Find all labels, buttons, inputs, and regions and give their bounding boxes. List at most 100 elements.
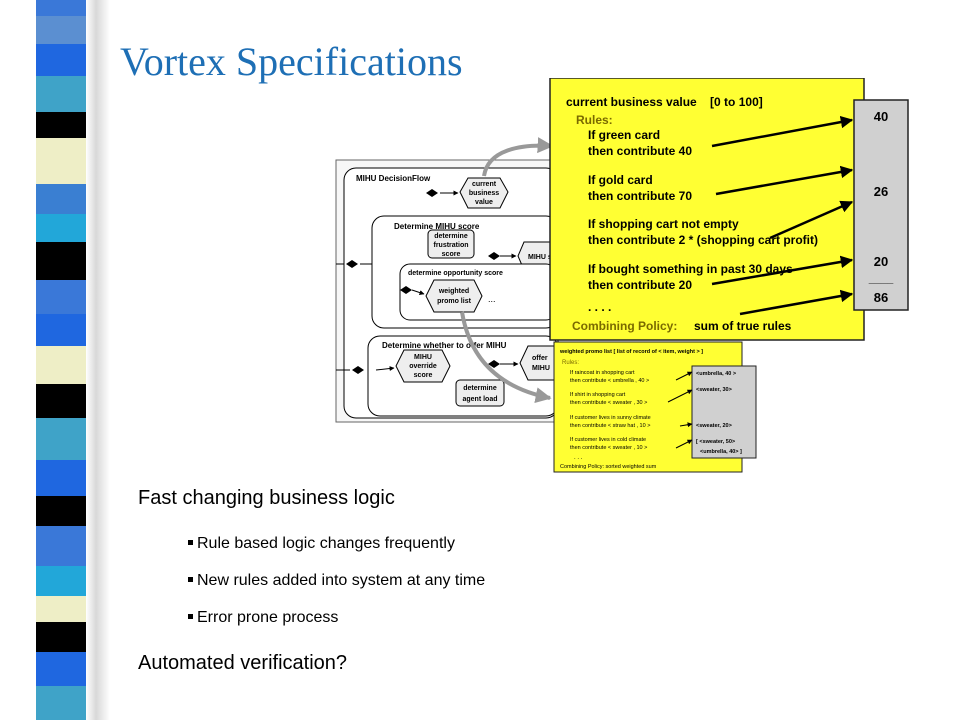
stripe-block — [36, 652, 86, 686]
stripe-block — [36, 418, 86, 460]
cbv-values-panel: 40 26 20 ____ 86 — [853, 99, 909, 311]
cbv-value: 26 — [874, 184, 888, 199]
cbv-rule-then: then contribute 40 — [588, 144, 692, 158]
node-label-line: promo list — [437, 298, 472, 305]
stripe-block — [36, 76, 86, 112]
stripe-block — [36, 214, 86, 242]
cbv-rule-if: If shopping cart not empty — [588, 217, 739, 231]
cbv-rule-if: If gold card — [588, 173, 653, 187]
node-label-line: determine — [463, 385, 497, 392]
node-label-line: agent load — [462, 396, 497, 403]
cbv-policy-label: Combining Policy: — [572, 319, 677, 333]
cbv-rule-if: If green card — [588, 128, 660, 142]
bullet-main: Automated verification? — [138, 652, 348, 674]
cbv-sum-line: ____ — [868, 273, 894, 285]
cbv-rules-label: Rules: — [576, 113, 613, 127]
offer-mihu-node: offer MIHU — [519, 345, 559, 381]
promo-rule-arrow — [679, 422, 693, 428]
node-label-line: MIHU — [414, 354, 432, 361]
cbv-header: current business value [0 to 100] — [566, 95, 763, 109]
stripe-block — [36, 596, 86, 622]
weighted-promo-list-node: weighted promo list — [425, 279, 483, 313]
promo-rule-then: then contribute < umbrella , 40 > — [570, 378, 649, 384]
promo-value: [ <sweater, 50> — [696, 439, 735, 445]
cbv-total: 86 — [874, 290, 888, 305]
rule-arrow — [711, 255, 854, 286]
promo-values-panel: <umbrella, 40 > <sweater, 30> <sweater, … — [691, 365, 757, 459]
slide-title: Vortex Specifications — [120, 39, 463, 84]
cbv-rule-if: If bought something in past 30 days — [588, 262, 793, 276]
node-label-line: frustration — [434, 242, 469, 249]
frustration-score-node: determine frustration score — [427, 229, 475, 259]
node-label-line: score — [442, 251, 461, 258]
decision-flow: MIHU DecisionFlow current business value… — [335, 159, 559, 423]
current-business-value-panel: current business value [0 to 100] Rules:… — [549, 78, 865, 341]
cbv-value: 40 — [874, 109, 888, 124]
promo-policy: Combining Policy: sorted weighted sum — [560, 464, 657, 470]
promo-value: <umbrella, 40> ] — [700, 449, 742, 455]
promo-header: weighted promo list [ list of record of … — [559, 349, 703, 355]
stripe-block — [36, 566, 86, 596]
stripe-block — [36, 496, 86, 526]
flow-title: MIHU DecisionFlow — [356, 174, 431, 183]
bullet-sub: New rules added into system at any time — [188, 572, 485, 590]
agent-load-node: determine agent load — [455, 379, 505, 407]
offer-title: Determine whether to offer MIHU — [382, 341, 507, 350]
bullet-sub-text: New rules added into system at any time — [197, 572, 486, 589]
stripe-block — [36, 280, 86, 314]
promo-rule-if: If customer lives in cold climate — [570, 437, 646, 443]
rule-arrow — [711, 115, 854, 148]
stripe-block — [36, 44, 86, 76]
node-label: MIHU s — [528, 254, 552, 261]
stripe-block — [36, 0, 86, 16]
node-label-line: offer — [532, 355, 548, 362]
rule-arrow — [715, 165, 854, 196]
stripe-block — [36, 184, 86, 214]
node-label-line: score — [414, 372, 433, 379]
stripe-block — [36, 460, 86, 496]
vortex-diagram: MIHU DecisionFlow current business value… — [335, 78, 909, 473]
node-label-line: current — [472, 181, 497, 188]
bullet-sub-text: Rule based logic changes frequently — [197, 535, 455, 552]
bullet-sub: Rule based logic changes frequently — [188, 535, 455, 553]
node-label-line: MIHU — [532, 365, 550, 372]
node-label-line: override — [409, 363, 437, 370]
stripe-block — [36, 622, 86, 652]
rule-arrow — [769, 200, 854, 240]
promo-dots: . . . — [574, 455, 583, 461]
cbv-rule-then: then contribute 2 * (shopping cart profi… — [588, 233, 818, 247]
promo-rule-then: then contribute < sweater , 30 > — [570, 400, 647, 406]
promo-rule-if: If raincoat in shopping cart — [570, 370, 635, 376]
connector-arrow — [460, 311, 552, 404]
stripe-block — [36, 314, 86, 346]
promo-rule-then: then contribute < sweater , 10 > — [570, 445, 647, 451]
promo-value: <umbrella, 40 > — [696, 371, 736, 377]
stripe-block — [36, 16, 86, 44]
promo-rules-label: Rules: — [562, 360, 579, 366]
node-label-line: determine — [434, 233, 468, 240]
opportunity-title: determine opportunity score — [408, 270, 503, 277]
bullet-main: Fast changing business logic — [138, 487, 395, 509]
bullet-sub-text: Error prone process — [197, 609, 339, 626]
stripe-block — [36, 242, 86, 280]
promo-rule-if: If shirt in shopping cart — [570, 392, 626, 398]
node-label-line: weighted — [438, 288, 469, 295]
stripe-block — [36, 112, 86, 138]
promo-rule-arrow — [675, 439, 693, 449]
stripe-block — [36, 346, 86, 384]
decorative-stripe — [0, 0, 110, 720]
node-label-line: value — [475, 199, 493, 206]
promo-rule-if: If customer lives in sunny climate — [570, 415, 651, 421]
promo-rule-arrow — [667, 389, 693, 403]
node-label-line: business — [469, 190, 499, 197]
bullet-marker — [188, 614, 193, 619]
promo-value: <sweater, 20> — [696, 423, 732, 429]
current-business-value-node: current business value — [459, 177, 509, 209]
cbv-rule-then: then contribute 20 — [588, 278, 692, 292]
bullet-marker — [188, 540, 193, 545]
mihu-override-node: MIHU override score — [395, 349, 451, 383]
promo-rule-arrow — [675, 371, 693, 381]
cbv-policy-value: sum of true rules — [694, 319, 792, 333]
promo-value: <sweater, 30> — [696, 387, 732, 393]
cbv-dots: . . . . — [588, 300, 611, 314]
